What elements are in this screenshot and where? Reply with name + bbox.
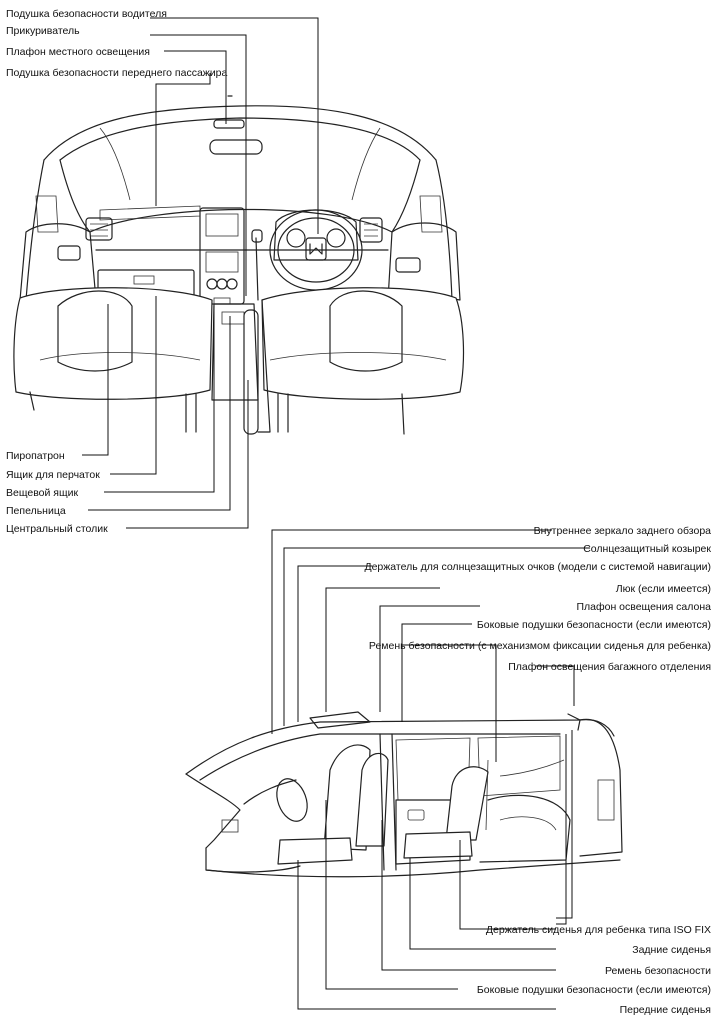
front-leader-lines — [82, 17, 319, 529]
front-labels: Подушка безопасности водителя Прикуриват… — [6, 8, 228, 535]
side-labels: Внутреннее зеркало заднего обзора Солнце… — [364, 525, 711, 1016]
label-front-seats: Передние сиденья — [620, 1004, 711, 1016]
label-center-table: Центральный столик — [6, 523, 108, 535]
label-seatbelt-child-lock: Ремень безопасности (с механизмом фиксац… — [369, 640, 711, 652]
label-driver-airbag: Подушка безопасности водителя — [6, 8, 167, 20]
label-storage-box: Вещевой ящик — [6, 487, 78, 499]
label-sunroof: Люк (если имеется) — [616, 583, 711, 595]
label-map-light: Плафон местного освещения — [6, 46, 150, 58]
label-isofix-holder: Держатель сиденья для ребенка типа ISO F… — [486, 924, 711, 936]
label-sun-visor: Солнцезащитный козырек — [583, 543, 711, 555]
label-rear-seats: Задние сиденья — [632, 944, 711, 956]
label-pretensioner: Пиропатрон — [6, 450, 65, 462]
label-glove-box: Ящик для перчаток — [6, 469, 100, 481]
front-interior-drawing — [13, 95, 465, 435]
label-ashtray: Пепельница — [6, 505, 66, 517]
label-seatbelt: Ремень безопасности — [605, 965, 711, 977]
side-interior-drawing — [185, 711, 623, 878]
label-side-airbags-bottom: Боковые подушки безопасности (если имеют… — [477, 984, 711, 996]
label-passenger-airbag: Подушка безопасности переднего пассажира — [6, 67, 228, 79]
label-cabin-light: Плафон освещения салона — [576, 601, 711, 613]
label-cargo-light: Плафон освещения багажного отделения — [508, 661, 711, 673]
side-leader-lines — [271, 529, 590, 1010]
label-side-airbags-top: Боковые подушки безопасности (если имеют… — [477, 619, 711, 631]
label-cigarette-lighter: Прикуриватель — [6, 25, 80, 37]
label-sunglasses-holder: Держатель для солнцезащитных очков (моде… — [364, 561, 711, 573]
label-rearview-mirror: Внутреннее зеркало заднего обзора — [534, 525, 712, 537]
